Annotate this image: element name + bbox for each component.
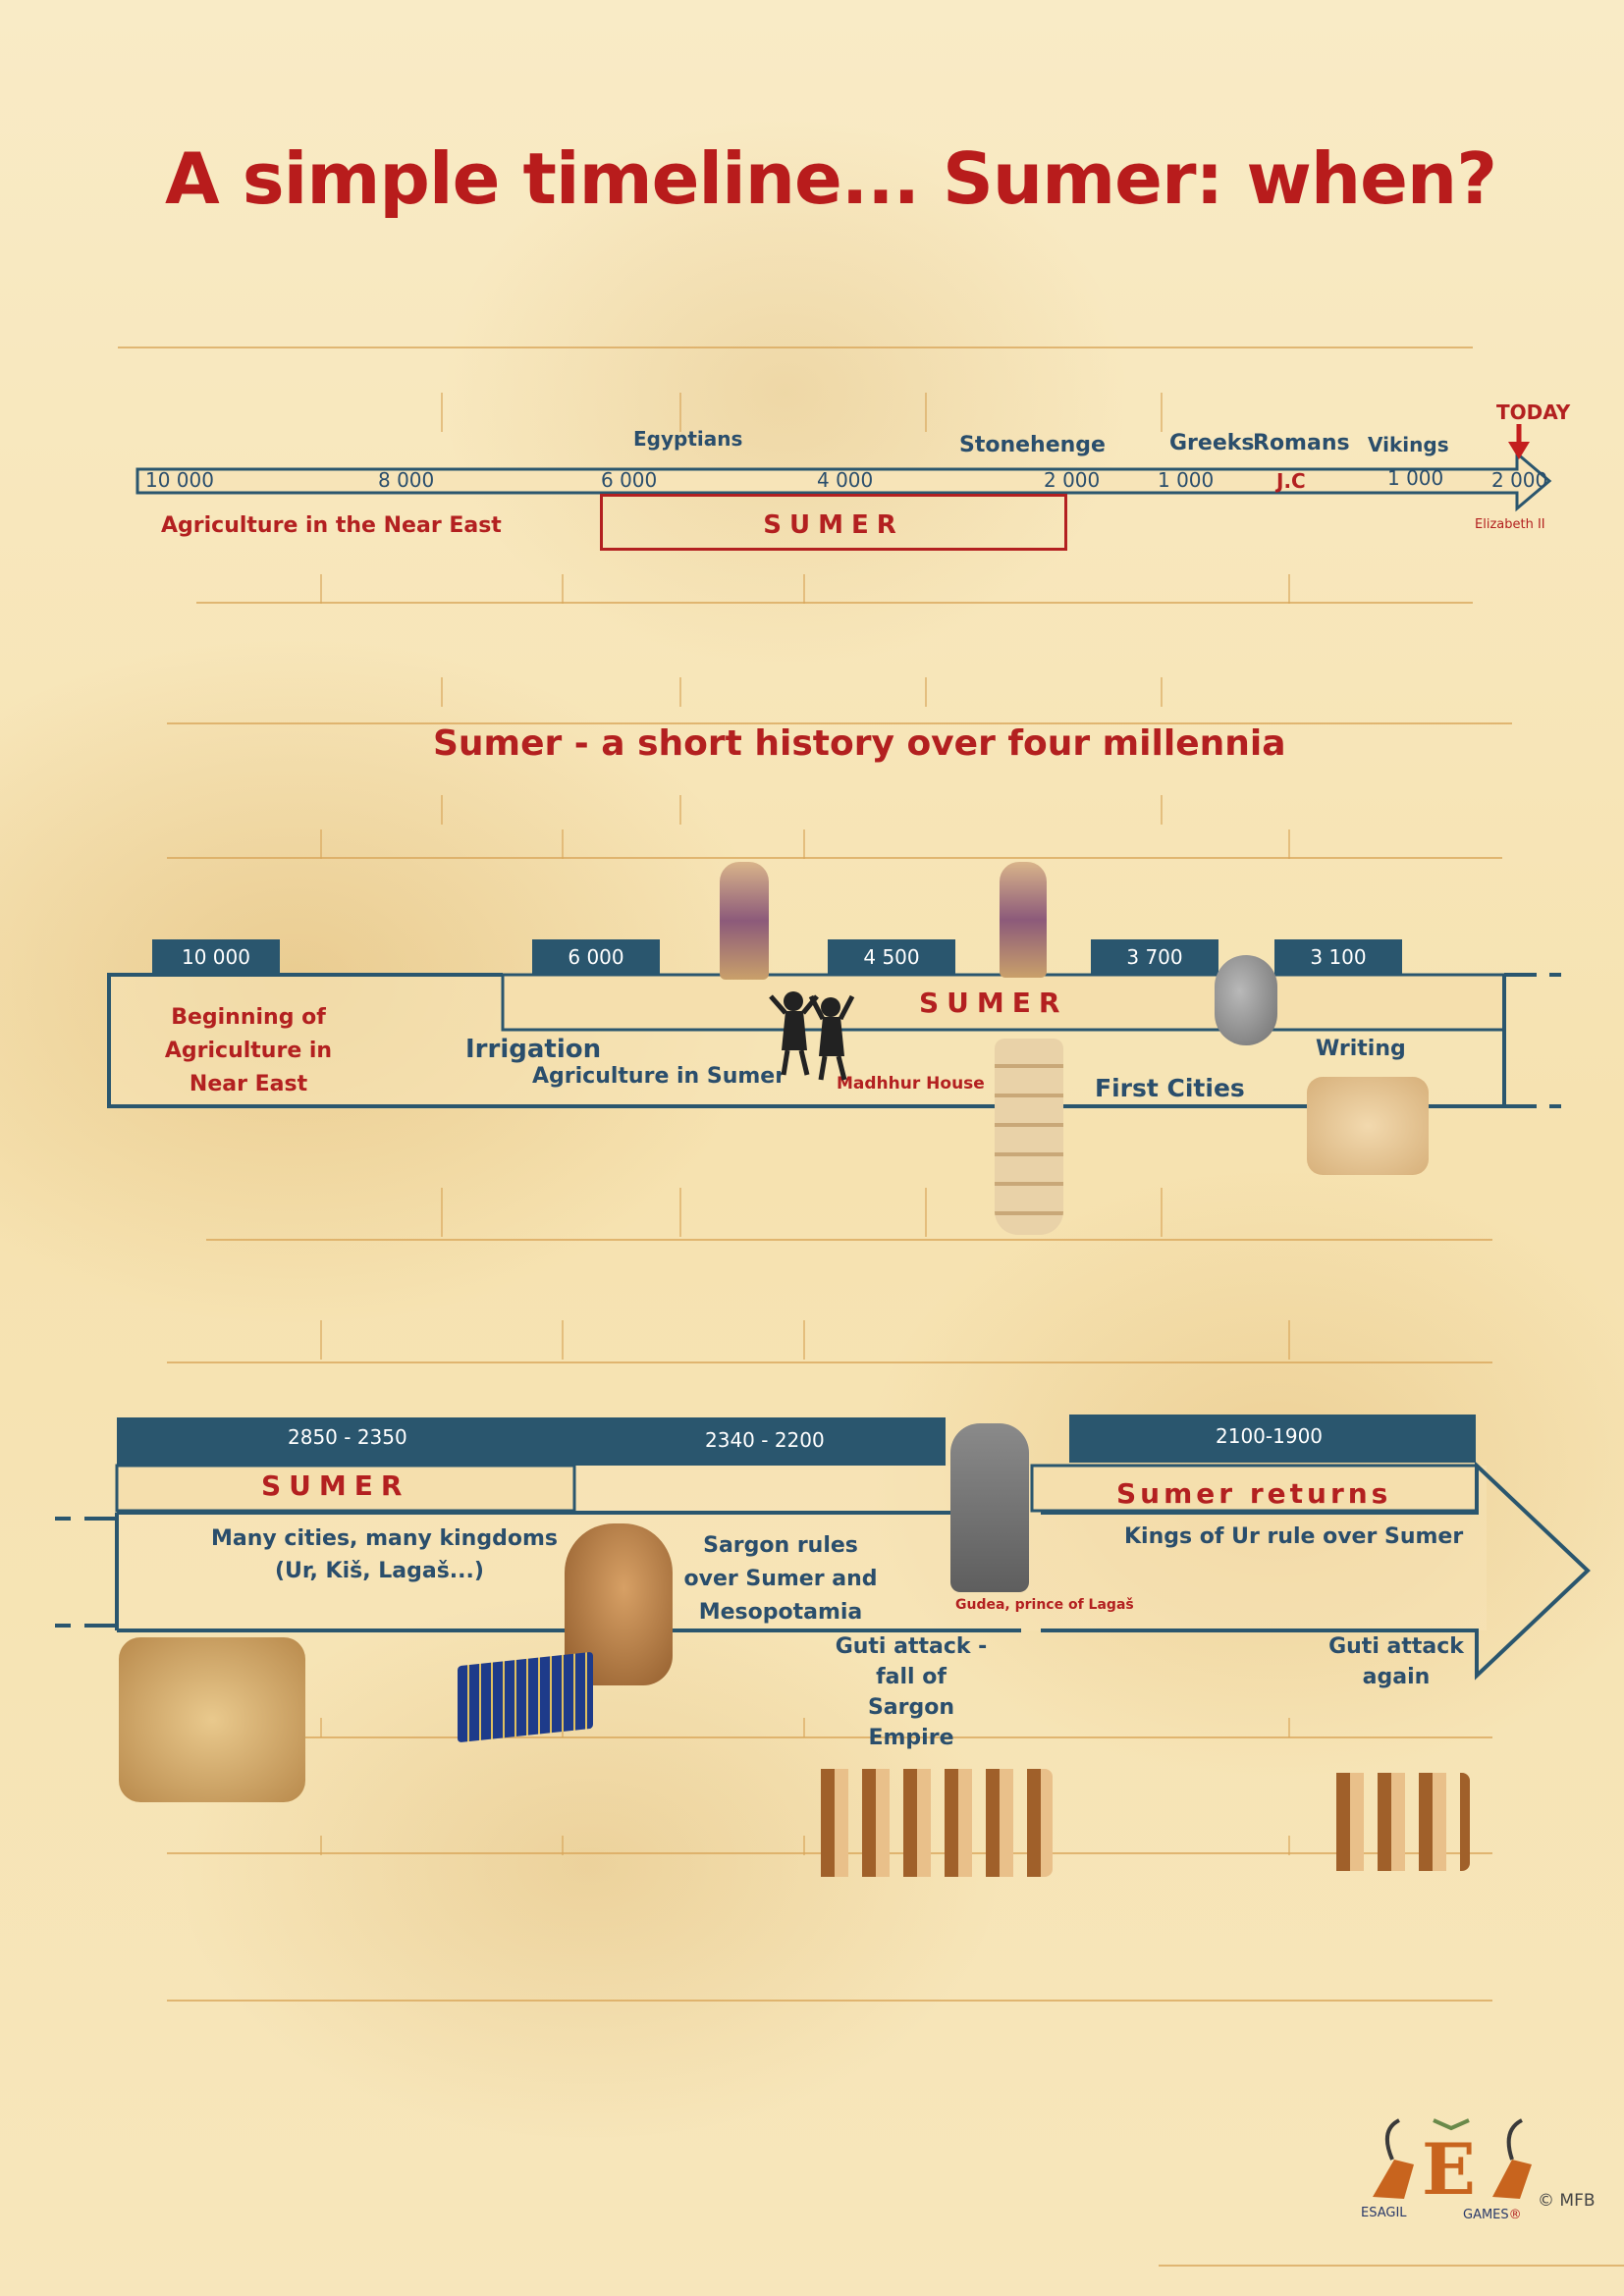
timeline2-frame — [107, 973, 1561, 1108]
timeline3-frame — [55, 1415, 1591, 1681]
t1-tick-jc: J.C — [1276, 469, 1306, 493]
label-sargon: Sargon rules over Sumer and Mesopotamia — [683, 1533, 878, 1625]
footer-brand-left: ESAGIL — [1361, 2206, 1407, 2220]
label-egyptians: Egyptians — [633, 427, 743, 451]
label-many-cities: Many cities, many kingdoms — [211, 1526, 558, 1551]
label-agriculture-near-east: Agriculture in the Near East — [161, 513, 502, 538]
t1-tick-2: 6 000 — [601, 468, 658, 492]
label-sumer-returns: Sumer returns — [1116, 1477, 1392, 1510]
gudea-statue-icon — [950, 1423, 1029, 1592]
label-guti-attack-1: Guti attack - fall of Sargon Empire — [835, 1634, 988, 1750]
svg-text:E: E — [1422, 2127, 1476, 2211]
vase-icon — [995, 1039, 1063, 1235]
label-agriculture-sumer: Agriculture in Sumer — [532, 1064, 786, 1089]
t1-tick-4: 2 000 — [1044, 468, 1101, 492]
statue-icon-2 — [1000, 862, 1047, 978]
tablet-icon — [1307, 1077, 1429, 1175]
t1-tick-1: 8 000 — [378, 468, 435, 492]
label-romans: Romans — [1253, 431, 1350, 455]
label-guti-attack-2: Guti attack again — [1328, 1634, 1464, 1689]
t1-tick-5: 1 000 — [1158, 468, 1215, 492]
footer-copyright: © MFB — [1538, 2191, 1596, 2211]
seal-icon — [1215, 955, 1277, 1045]
page-title: A simple timeline... Sumer: when? — [165, 137, 1497, 220]
label-greeks: Greeks — [1169, 431, 1255, 455]
label-today: TODAY — [1496, 400, 1571, 424]
sumer-range-box: SUMER — [600, 494, 1067, 551]
t1-tick-7: 1 000 — [1387, 466, 1444, 490]
t2-header-3: 3 700 — [1091, 939, 1218, 975]
t2-sumer-band: SUMER — [919, 987, 1068, 1019]
label-cities-list: (Ur, Kiš, Lagaš...) — [275, 1559, 484, 1583]
statue-icon — [720, 862, 769, 980]
label-kings-ur: Kings of Ur rule over Sumer — [1124, 1524, 1464, 1549]
t2-header-1: 6 000 — [532, 939, 660, 975]
t3-header-0: 2850 - 2350 — [288, 1425, 407, 1449]
t2-header-4: 3 100 — [1274, 939, 1402, 975]
t1-tick-8: 2 000 — [1491, 468, 1548, 492]
warriors-icon — [807, 1769, 1053, 1877]
label-first-cities: First Cities — [1095, 1074, 1245, 1102]
timeline1-arrow — [135, 450, 1552, 512]
t1-tick-0: 10 000 — [145, 468, 214, 492]
label-madhhur-house: Madhhur House — [837, 1074, 985, 1094]
label-gudea: Gudea, prince of Lagaš — [955, 1597, 1134, 1613]
t3-header-2: 2100-1900 — [1216, 1424, 1324, 1448]
label-elizabeth: Elizabeth II — [1475, 517, 1545, 532]
t2-header-0: 10 000 — [152, 939, 280, 975]
label-vikings: Vikings — [1368, 433, 1449, 456]
label-stonehenge: Stonehenge — [959, 433, 1106, 457]
warriors-icon-2 — [1323, 1773, 1470, 1871]
t2-header-2: 4 500 — [828, 939, 955, 975]
arrow-down-icon — [1508, 424, 1530, 459]
label-beginning-agriculture: Beginning of Agriculture in Near East — [164, 1005, 333, 1096]
t1-tick-3: 4 000 — [817, 468, 874, 492]
t3-header-1: 2340 - 2200 — [705, 1428, 825, 1452]
section-subtitle: Sumer - a short history over four millen… — [433, 723, 1286, 764]
t3-sumer-band: SUMER — [261, 1469, 410, 1502]
label-writing: Writing — [1316, 1037, 1406, 1061]
label-irrigation: Irrigation — [465, 1035, 602, 1064]
dancers-icon — [769, 991, 855, 1081]
votive-plaque-icon — [119, 1637, 305, 1802]
footer-brand-right: GAMES® — [1463, 2208, 1522, 2222]
